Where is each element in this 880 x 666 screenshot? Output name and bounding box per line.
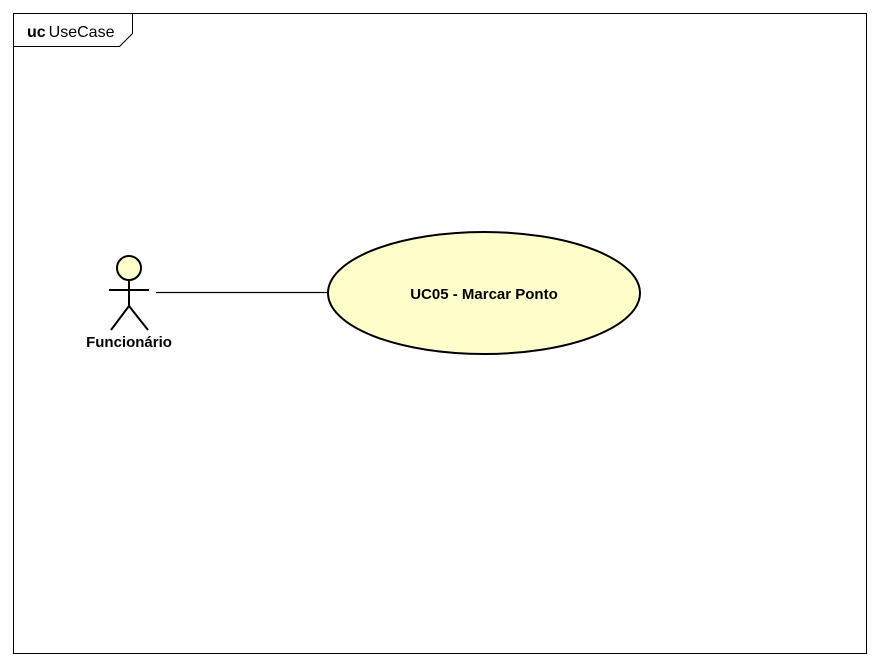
frame-name: UseCase — [49, 24, 115, 41]
actor-right-leg — [128, 305, 149, 331]
frame-name-tab — [13, 13, 133, 47]
actor-left-leg — [110, 305, 130, 331]
use-case-label: UC05 - Marcar Ponto — [410, 286, 558, 303]
actor-name: Funcionário — [86, 334, 172, 351]
actor-head — [116, 255, 142, 281]
frame-keyword: uc — [27, 24, 46, 41]
stick-figure-actor-icon — [109, 255, 149, 331]
use-case-ellipse — [327, 231, 641, 355]
